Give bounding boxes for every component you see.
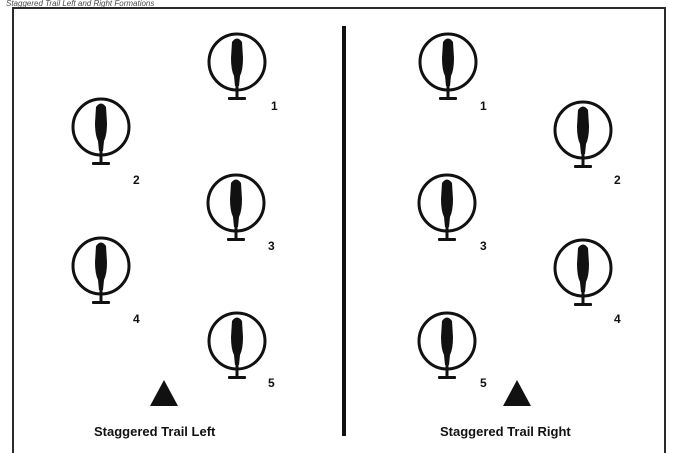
helicopter-icon <box>417 173 477 243</box>
left-formation-caption: Staggered Trail Left <box>94 424 216 439</box>
helicopter-icon <box>418 32 478 102</box>
aircraft-number-label: 3 <box>268 239 275 253</box>
helicopter-icon <box>417 311 477 381</box>
helicopter-icon <box>207 311 267 381</box>
diagram-border <box>12 7 666 453</box>
aircraft-number-label: 2 <box>133 173 140 187</box>
right-formation: 1 2 3 4 5 Staggered Trail Right <box>417 32 621 439</box>
helicopter-icon <box>206 173 266 243</box>
direction-triangle-icon <box>503 380 531 406</box>
helicopter-icon <box>553 238 613 308</box>
helicopter-icon <box>71 236 131 306</box>
aircraft-number-label: 5 <box>268 376 275 390</box>
helicopter-icon <box>207 32 267 102</box>
aircraft-number-label: 5 <box>480 376 487 390</box>
page-header-title: Staggered Trail Left and Right Formation… <box>6 0 155 8</box>
aircraft-number-label: 2 <box>614 173 621 187</box>
aircraft-number-label: 4 <box>133 312 140 326</box>
right-formation-caption: Staggered Trail Right <box>440 424 571 439</box>
direction-triangle-icon <box>150 380 178 406</box>
aircraft-number-label: 1 <box>271 99 278 113</box>
aircraft-number-label: 3 <box>480 239 487 253</box>
aircraft-number-label: 1 <box>480 99 487 113</box>
helicopter-icon <box>553 100 613 170</box>
helicopter-icon <box>71 97 131 167</box>
aircraft-number-label: 4 <box>614 312 621 326</box>
left-formation: 1 2 3 4 5 Staggered Trail Left <box>71 32 278 439</box>
